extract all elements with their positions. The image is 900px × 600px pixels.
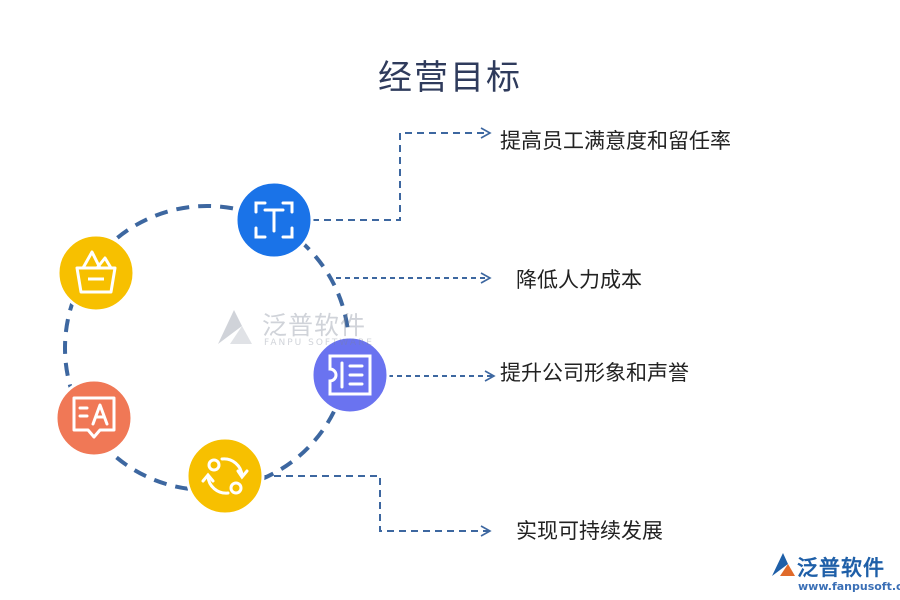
basket-icon [75, 250, 117, 294]
goal-label-4: 实现可持续发展 [516, 519, 663, 543]
node-ticket-list [310, 335, 390, 415]
node-cycle [185, 436, 265, 516]
brand-name: 泛普软件 [797, 556, 885, 580]
translate-bubble-icon [72, 396, 116, 439]
node-basket [56, 233, 136, 313]
brand-logo-icon [772, 553, 795, 576]
node-translate [54, 378, 134, 458]
watermark-logo-icon [218, 310, 252, 344]
brand-logo: 泛普软件 www.fanpusoft.com [770, 550, 900, 596]
goal-label-2: 降低人力成本 [516, 268, 642, 292]
watermark-name: 泛普软件 [262, 311, 367, 340]
goal-label-1: 提高员工满意度和留任率 [500, 129, 731, 153]
connector-1 [312, 127, 492, 221]
watermark: 泛普软件 FANPU SOFTWARE [212, 304, 392, 352]
brand-url: www.fanpusoft.com [798, 580, 900, 593]
cycle-arrows-icon [201, 457, 249, 495]
connector-4 [262, 475, 492, 537]
node-text-frame [234, 180, 314, 260]
watermark-sub: FANPU SOFTWARE [264, 338, 374, 348]
ticket-list-icon [328, 354, 372, 396]
page-title: 经营目标 [378, 58, 522, 98]
text-frame-icon [254, 201, 294, 239]
goal-label-3: 提升公司形象和声誉 [500, 361, 689, 385]
